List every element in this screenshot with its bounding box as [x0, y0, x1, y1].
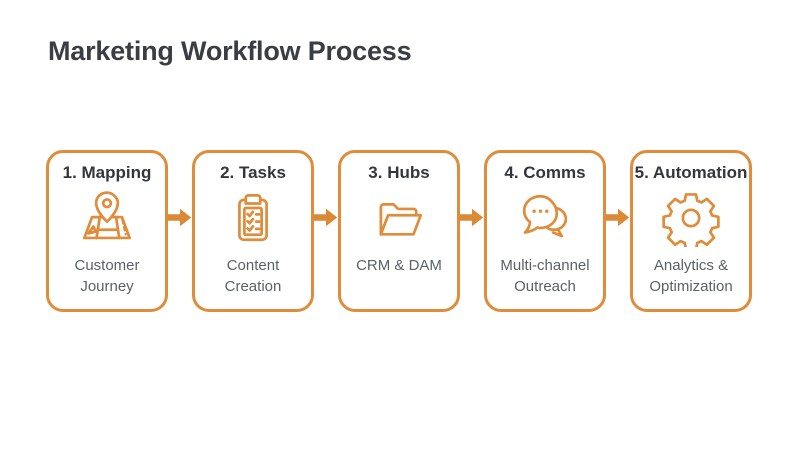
flow-arrow-icon: [168, 150, 192, 312]
step-label: 1. Mapping: [62, 163, 152, 182]
step-description: Customer Journey: [74, 257, 140, 295]
workflow-diagram: 1. Mapping Customer Journey 2. Tasks: [46, 150, 752, 312]
step-label: 2. Tasks: [220, 163, 286, 182]
step-label: 3. Hubs: [368, 163, 430, 182]
step-card-automation: 5. Automation Analytics & Optimization: [630, 150, 752, 312]
map-icon: [77, 187, 137, 249]
folder-icon: [369, 187, 429, 249]
gear-icon: [661, 187, 721, 249]
speech-bubbles-icon: [515, 187, 575, 249]
page-title: Marketing Workflow Process: [48, 36, 412, 66]
step-label: 5. Automation: [634, 163, 748, 182]
flow-arrow-icon: [606, 150, 630, 312]
step-description: Analytics & Optimization: [649, 257, 733, 295]
step-card-hubs: 3. Hubs CRM & DAM: [338, 150, 460, 312]
step-description: Multi-channel Outreach: [500, 257, 590, 295]
step-description: Content Creation: [224, 257, 282, 295]
flow-arrow-icon: [314, 150, 338, 312]
step-card-comms: 4. Comms Multi-channel Outreach: [484, 150, 606, 312]
step-description: CRM & DAM: [356, 257, 442, 274]
flow-arrow-icon: [460, 150, 484, 312]
clipboard-checklist-icon: [223, 187, 283, 249]
step-card-tasks: 2. Tasks Content Creation: [192, 150, 314, 312]
step-card-mapping: 1. Mapping Customer Journey: [46, 150, 168, 312]
step-label: 4. Comms: [504, 163, 586, 182]
